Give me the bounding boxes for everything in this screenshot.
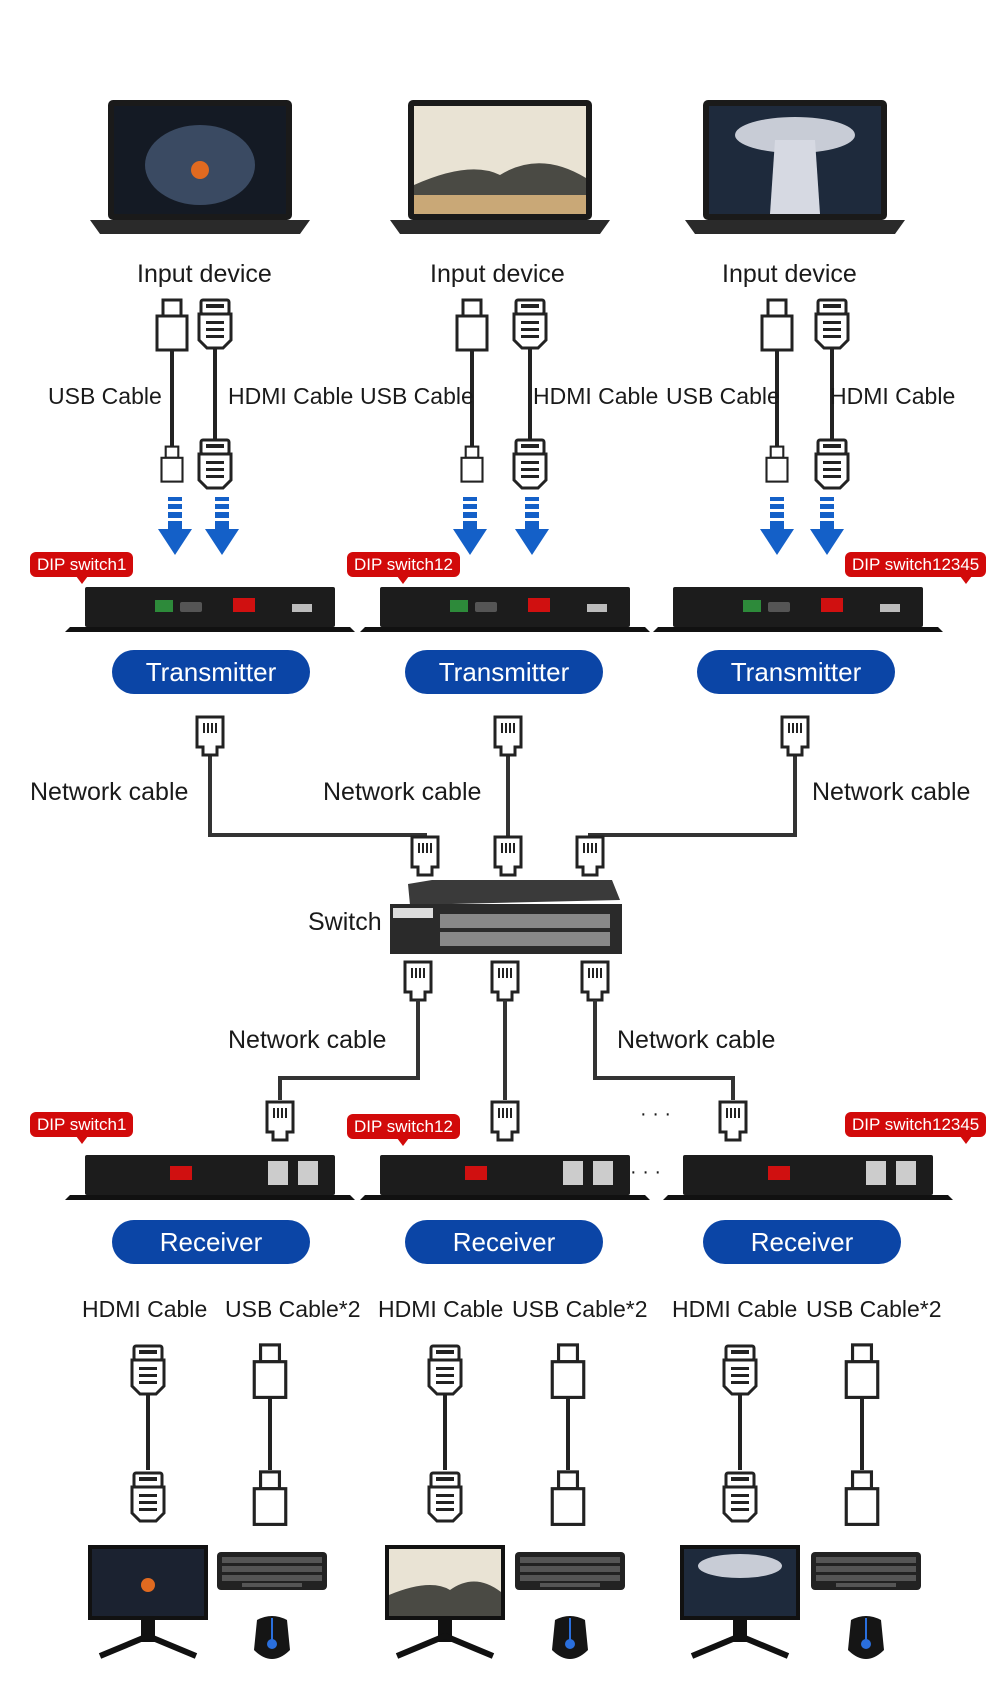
ellipsis-top: · · · (640, 1103, 672, 1125)
network-cable-label-4: Network cable (228, 1026, 387, 1054)
hdmi-cable-label-5: HDMI Cable (378, 1296, 504, 1322)
keyboard-3 (811, 1552, 921, 1590)
hdmi-cable-label-4: HDMI Cable (82, 1296, 208, 1322)
hdmi-cable-label-3: HDMI Cable (830, 383, 956, 409)
monitor-1 (88, 1545, 208, 1656)
transmitter-device-3 (653, 587, 943, 632)
laptop-3 (685, 100, 905, 234)
transmitter-pill-1: Transmitter (112, 650, 310, 694)
network-switch (390, 880, 622, 954)
mouse-1 (253, 1615, 291, 1660)
mouse-2 (551, 1615, 589, 1660)
receiver-device-1 (65, 1155, 355, 1200)
transmitter-device-1 (65, 587, 355, 632)
receiver-device-3 (663, 1155, 953, 1200)
usb-cable-label-3: USB Cable (666, 383, 780, 409)
network-cable-label-3: Network cable (812, 778, 971, 806)
keyboard-2 (515, 1552, 625, 1590)
transmitter-pill-3: Transmitter (697, 650, 895, 694)
receiver-device-2 (360, 1155, 650, 1200)
receiver-pill-3: Receiver (703, 1220, 901, 1264)
transmitter-pill-2: Transmitter (405, 650, 603, 694)
network-cable-label-2: Network cable (323, 778, 482, 806)
input-cables (170, 345, 834, 448)
mouse-3 (847, 1615, 885, 1660)
network-cables-bottom (278, 1000, 735, 1100)
output-connectors (130, 1343, 880, 1526)
usb-cable-x2-label-1: USB Cable*2 (225, 1296, 361, 1322)
dip-switch-badge-1: DIP switch1 (30, 552, 134, 584)
usb-cable-label-2: USB Cable (360, 383, 474, 409)
keyboard-1 (217, 1552, 327, 1590)
network-cable-label-1: Network cable (30, 778, 189, 806)
usb-cable-label-1: USB Cable (48, 383, 162, 409)
input-device-label-2: Input device (430, 260, 565, 288)
dip-switch-badge-6: DIP switch12345 (845, 1112, 987, 1144)
laptop-1 (90, 100, 310, 234)
monitor-3 (680, 1545, 800, 1656)
transmitter-device-2 (360, 587, 650, 632)
blue-arrows (158, 497, 844, 555)
rj45-connectors-top (195, 715, 810, 877)
receiver-pill-1: Receiver (112, 1220, 310, 1264)
monitor-2 (385, 1545, 505, 1656)
dip-switch-badge-4: DIP switch1 (30, 1112, 134, 1144)
dip-switch-badge-3: DIP switch12345 (845, 552, 987, 584)
receiver-pill-2: Receiver (405, 1220, 603, 1264)
dip-switch-badge-2: DIP switch12 (347, 552, 460, 584)
network-cable-label-5: Network cable (617, 1026, 776, 1054)
output-cables (146, 1395, 864, 1470)
hdmi-cable-label-6: HDMI Cable (672, 1296, 798, 1322)
input-device-label-1: Input device (137, 260, 272, 288)
dip-switch-badge-5: DIP switch12 (347, 1114, 460, 1146)
usb-cable-x2-label-2: USB Cable*2 (512, 1296, 648, 1322)
ellipsis-bottom: · · · (630, 1161, 662, 1183)
hdmi-cable-label-1: HDMI Cable (228, 383, 354, 409)
switch-label: Switch (308, 908, 382, 936)
network-cables-top (208, 755, 797, 845)
usb-cable-x2-label-3: USB Cable*2 (806, 1296, 942, 1322)
input-device-label-3: Input device (722, 260, 857, 288)
laptop-2 (390, 100, 610, 234)
hdmi-cable-label-2: HDMI Cable (533, 383, 659, 409)
